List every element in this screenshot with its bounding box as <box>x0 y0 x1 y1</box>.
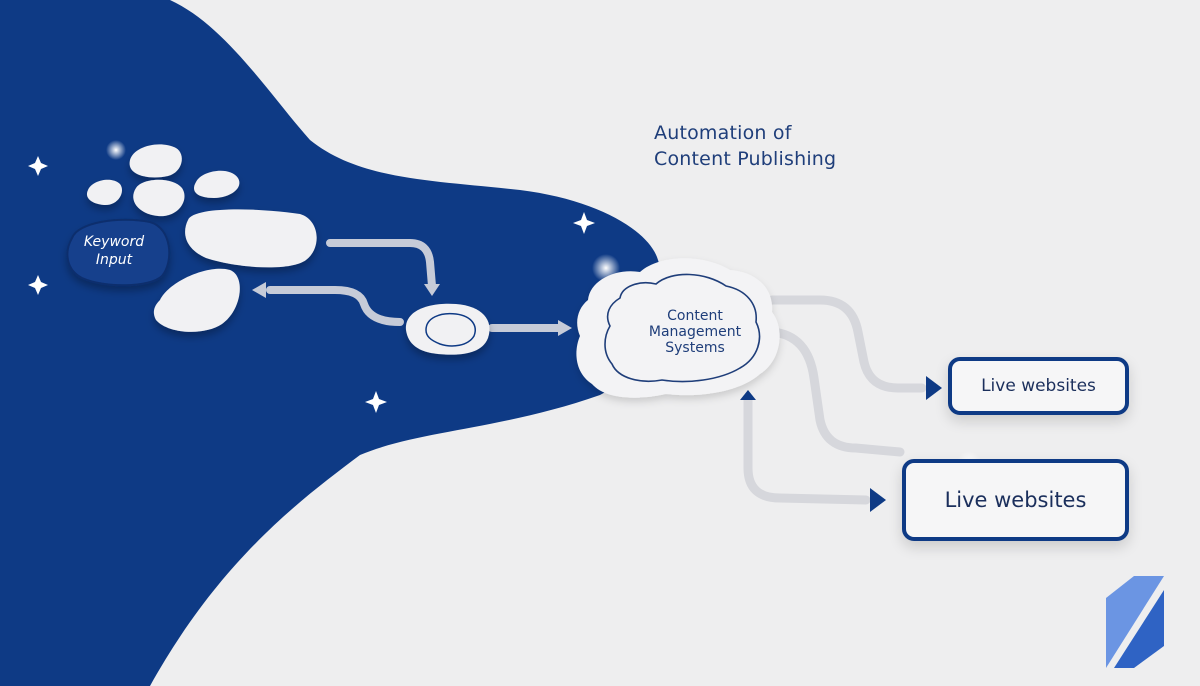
pebble-inner-outline <box>425 312 476 347</box>
title-line: Automation of <box>654 122 792 144</box>
cms-node <box>576 258 780 398</box>
pebble <box>129 144 182 178</box>
cms-label: Content Management Systems <box>620 308 770 356</box>
pebble <box>153 268 240 332</box>
sparkle-icon <box>28 275 48 295</box>
arrow-right-icon <box>926 376 942 400</box>
keyword-input-label-line: Input <box>95 252 133 268</box>
sparkle-icon <box>365 391 387 413</box>
navy-flow-shape <box>0 0 663 686</box>
pebble <box>405 303 490 355</box>
live-websites-label: Live websites <box>981 376 1096 396</box>
arrow-up-icon <box>740 390 756 400</box>
keyword-input-label-line: Keyword <box>83 234 145 250</box>
live-websites-box: Live websites <box>948 357 1129 415</box>
pebble <box>185 209 317 268</box>
input-connectors <box>266 239 562 332</box>
arrow-right-icon <box>870 488 886 512</box>
logo-icon <box>1106 576 1164 668</box>
cms-label-line: Management <box>648 324 742 340</box>
arrow-down-icon <box>424 284 440 296</box>
live-websites-box: Live websites <box>902 459 1129 541</box>
title-line: Content Publishing <box>654 148 837 170</box>
cms-node-outline <box>604 273 761 383</box>
cms-label-line: Content <box>667 308 723 324</box>
pebble <box>86 179 123 206</box>
sparkle-icon <box>28 156 48 176</box>
diagram-title: Automation of Content Publishing <box>654 120 836 172</box>
arrow-left-icon <box>252 282 266 298</box>
keyword-input-label: Keyword Input <box>66 233 162 269</box>
arrow-right-icon <box>558 320 572 336</box>
sparkle-icon <box>573 212 595 234</box>
sparkle-glow <box>106 140 126 160</box>
live-websites-label: Live websites <box>944 488 1087 512</box>
pebble <box>194 170 240 198</box>
pebble <box>133 179 185 217</box>
connector-paths <box>743 295 927 505</box>
cms-label-line: Systems <box>665 340 725 356</box>
pebble-cluster <box>86 144 490 355</box>
keyword-input-node <box>66 218 171 287</box>
